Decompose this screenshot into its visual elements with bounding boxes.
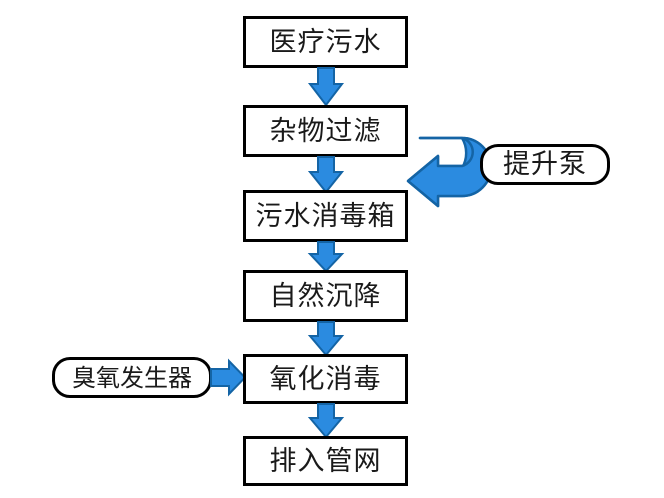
node-sewage-disinfection-tank[interactable]: 污水消毒箱 [243,190,408,242]
node-discharge-to-pipe-network[interactable]: 排入管网 [243,436,408,486]
node-ozone-generator[interactable]: 臭氧发生器 [52,357,212,398]
node-debris-filter[interactable]: 杂物过滤 [243,105,408,157]
node-oxidation-disinfection[interactable]: 氧化消毒 [243,354,408,404]
node-label-ozone-generator: 臭氧发生器 [72,363,192,392]
arrow-down-oxidation-to-discharge [307,403,345,439]
node-label-debris-filter: 杂物过滤 [269,115,382,147]
arrow-down-medical-to-filter [307,67,345,107]
arrow-uturn-lift-pump-to-tank [404,130,500,208]
node-label-discharge-to-pipe-network: 排入管网 [269,445,382,477]
node-lift-pump[interactable]: 提升泵 [480,144,610,185]
node-label-natural-settling: 自然沉降 [269,280,382,312]
arrow-down-filter-to-tank [307,156,345,194]
node-medical-wastewater[interactable]: 医疗污水 [243,16,408,68]
arrow-right-ozone-to-oxidation [210,358,247,397]
arrow-down-settling-to-oxidation [307,321,345,357]
arrow-down-tank-to-settling [307,241,345,273]
node-label-lift-pump: 提升泵 [503,149,587,180]
node-label-sewage-disinfection-tank: 污水消毒箱 [255,200,396,232]
node-natural-settling[interactable]: 自然沉降 [243,270,408,322]
node-label-medical-wastewater: 医疗污水 [269,26,382,58]
node-label-oxidation-disinfection: 氧化消毒 [269,363,382,395]
